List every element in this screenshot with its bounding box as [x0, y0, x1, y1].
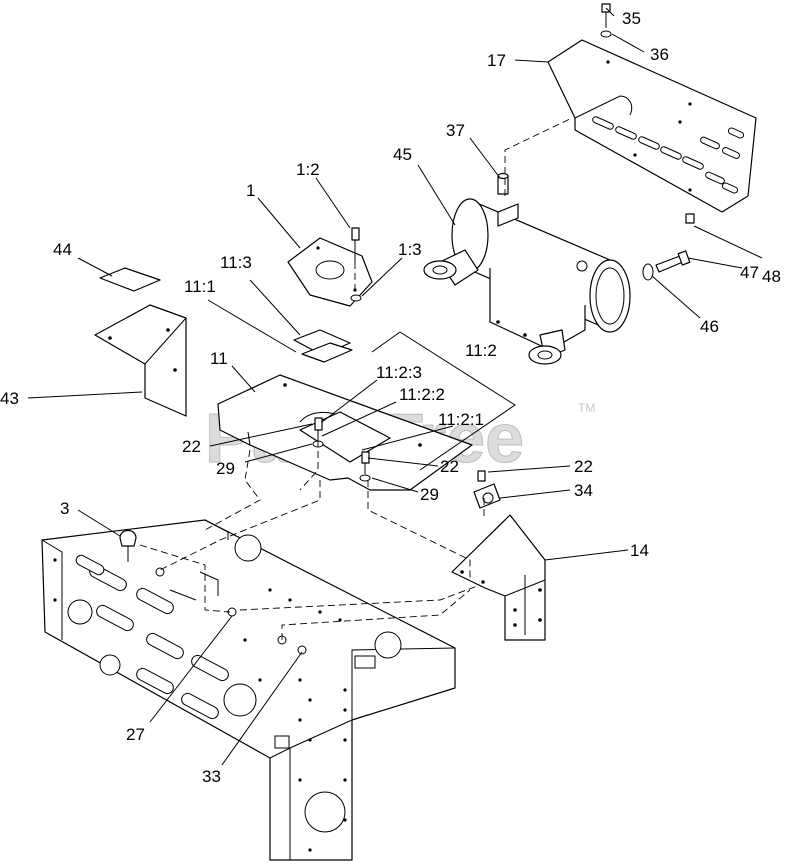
callout-33: 33	[202, 767, 221, 786]
leader-lines	[27, 7, 763, 766]
bolt-35-part	[600, 3, 612, 38]
callout-29-right: 29	[420, 485, 439, 504]
callout-37: 37	[446, 121, 465, 140]
callout-3: 3	[60, 499, 69, 518]
callout-11-2: 11:2	[465, 341, 497, 360]
shield-1-part	[287, 227, 373, 307]
callout-11-2-1: 11:2:1	[438, 410, 484, 429]
knob-3-part	[119, 529, 137, 562]
callout-1: 1	[246, 181, 255, 200]
callout-44: 44	[53, 240, 72, 259]
callout-1-3: 1:3	[398, 240, 422, 259]
callout-11-2-2: 11:2:2	[399, 385, 445, 404]
callout-43: 43	[0, 389, 19, 408]
bracket-43-part	[94, 304, 187, 417]
clamp-34-part	[473, 483, 501, 509]
group-bracket-11-2	[399, 331, 516, 471]
bolt-47-part	[642, 250, 691, 281]
callout-27: 27	[126, 725, 145, 744]
callout-22-right: 22	[574, 457, 593, 476]
callout-45: 45	[393, 145, 412, 164]
callout-labels: 35 36 17 37 45 1:2 1 1:3 44 11:3 11:1 48…	[0, 9, 781, 786]
callout-11-3: 11:3	[220, 253, 252, 272]
muffler-45-part	[423, 198, 631, 365]
callout-14: 14	[630, 541, 649, 560]
callout-35: 35	[622, 9, 641, 28]
bolt-48-part	[685, 213, 695, 224]
callout-22-middle: 22	[440, 457, 459, 476]
callout-17: 17	[487, 51, 506, 70]
gasket-11-1-part	[293, 329, 353, 363]
spacer-37-part	[497, 172, 509, 195]
callout-11: 11	[210, 349, 228, 368]
callout-46: 46	[700, 317, 719, 336]
group-bracket-11-2-left	[371, 331, 401, 353]
callout-48: 48	[762, 267, 781, 286]
callout-11-1: 11:1	[184, 277, 216, 296]
callout-22-left: 22	[182, 437, 201, 456]
bracket-14-part	[451, 514, 546, 641]
callout-36: 36	[650, 45, 669, 64]
callout-47: 47	[740, 263, 759, 282]
guard-17-part	[547, 39, 757, 213]
main-frame-part	[41, 519, 456, 861]
assembly-lines	[139, 117, 573, 640]
callout-1-2: 1:2	[296, 160, 320, 179]
bolts-on-cover	[312, 417, 486, 482]
callout-29-left: 29	[216, 459, 235, 478]
callout-11-2-3: 11:2:3	[376, 363, 422, 382]
watermark-trademark: TM	[578, 401, 595, 415]
pad-44-part	[99, 267, 161, 292]
callout-34: 34	[574, 481, 593, 500]
